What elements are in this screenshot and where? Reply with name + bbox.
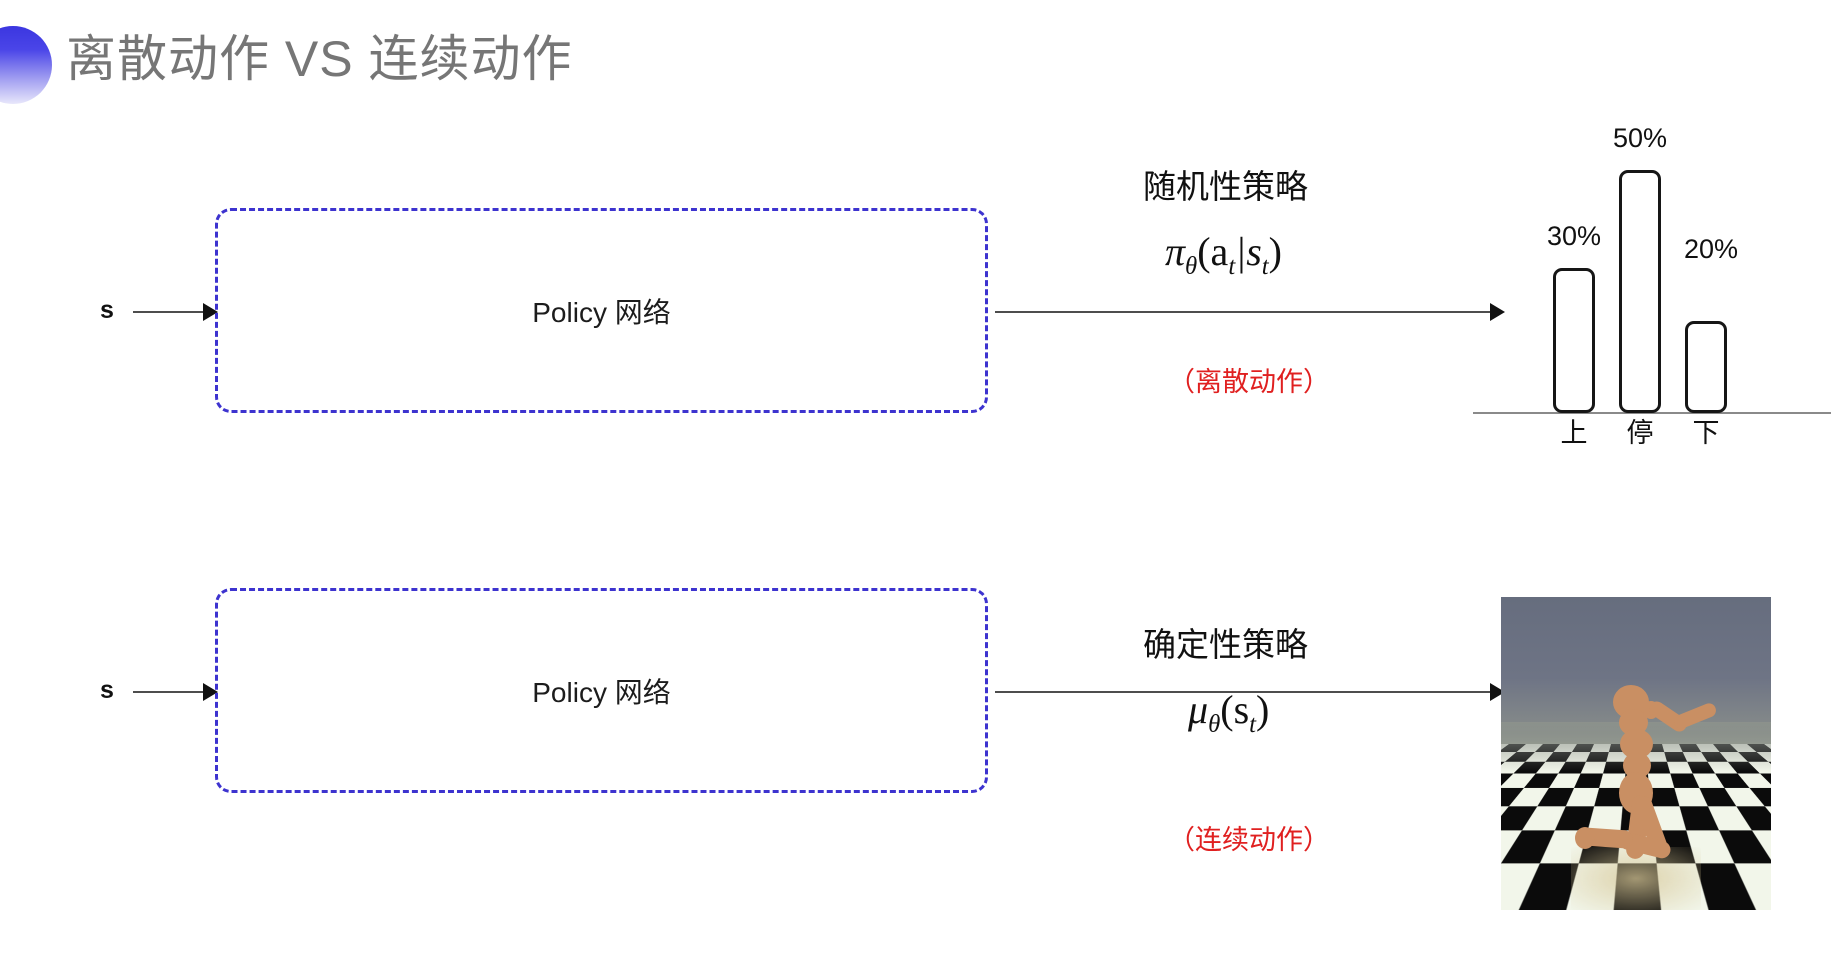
chart-tick-label-2: 下: [1692, 418, 1720, 448]
policy-network-box-continuous[interactable]: Policy 网络: [215, 588, 988, 793]
policy-formula-continuous: μθ(st): [1188, 686, 1269, 739]
output-arrow-line-discrete: [995, 311, 1498, 313]
formula-close-paren: ): [1268, 229, 1282, 274]
formula-theta-2: θ: [1208, 711, 1221, 738]
input-arrow-line-discrete: [133, 311, 208, 313]
formula-at-sub: t: [1228, 253, 1236, 280]
formula-mu: μ: [1188, 687, 1209, 732]
chart-bar-value-2: 20%: [1683, 234, 1739, 264]
chart-bar-2: [1685, 321, 1727, 413]
input-arrow-line-continuous: [133, 691, 208, 693]
input-arrow-head-discrete: [203, 303, 218, 321]
state-input-label-continuous: s: [100, 676, 114, 704]
formula-theta: θ: [1185, 253, 1198, 280]
state-input-label-discrete: s: [100, 296, 114, 324]
chart-tick-label-0: 上: [1560, 418, 1588, 448]
chart-bar-0: [1553, 268, 1595, 413]
chart-tick-label-1: 停: [1626, 418, 1654, 448]
formula-open-paren: (a: [1197, 229, 1229, 274]
formula-st-sub-2: t: [1249, 711, 1257, 738]
policy-formula-discrete: πθ(at|st): [1165, 228, 1282, 281]
sim-figure-heel: [1575, 827, 1595, 849]
formula-close-paren-2: ): [1256, 687, 1270, 732]
formula-given-s: |s: [1235, 229, 1262, 274]
policy-network-label-continuous: Policy 网络: [532, 676, 671, 708]
formula-st-sub: t: [1261, 253, 1269, 280]
output-arrow-line-continuous: [995, 691, 1498, 693]
policy-type-label-discrete: 随机性策略: [1143, 168, 1308, 205]
action-probability-chart: 30% 上 50% 停 20% 下: [1473, 110, 1833, 450]
policy-network-box-discrete[interactable]: Policy 网络: [215, 208, 988, 413]
policy-type-label-continuous: 确定性策略: [1143, 626, 1308, 663]
formula-open-paren-2: (s: [1220, 687, 1250, 732]
output-arrow-head-discrete: [1490, 303, 1505, 321]
action-type-note-discrete: （离散动作）: [1168, 367, 1330, 397]
input-arrow-head-continuous: [203, 683, 218, 701]
page-title: 离散动作 VS 连续动作: [66, 31, 573, 87]
humanoid-simulation-image: [1501, 597, 1771, 910]
chart-baseline: [1473, 412, 1831, 414]
chart-bar-value-0: 30%: [1546, 221, 1602, 251]
chart-bar-1: [1619, 170, 1661, 413]
action-type-note-continuous: （连续动作）: [1168, 825, 1330, 855]
policy-network-label-discrete: Policy 网络: [532, 296, 671, 328]
chart-bar-value-1: 50%: [1612, 123, 1668, 153]
formula-pi: π: [1165, 229, 1186, 274]
title-decoration-icon: [0, 26, 52, 104]
